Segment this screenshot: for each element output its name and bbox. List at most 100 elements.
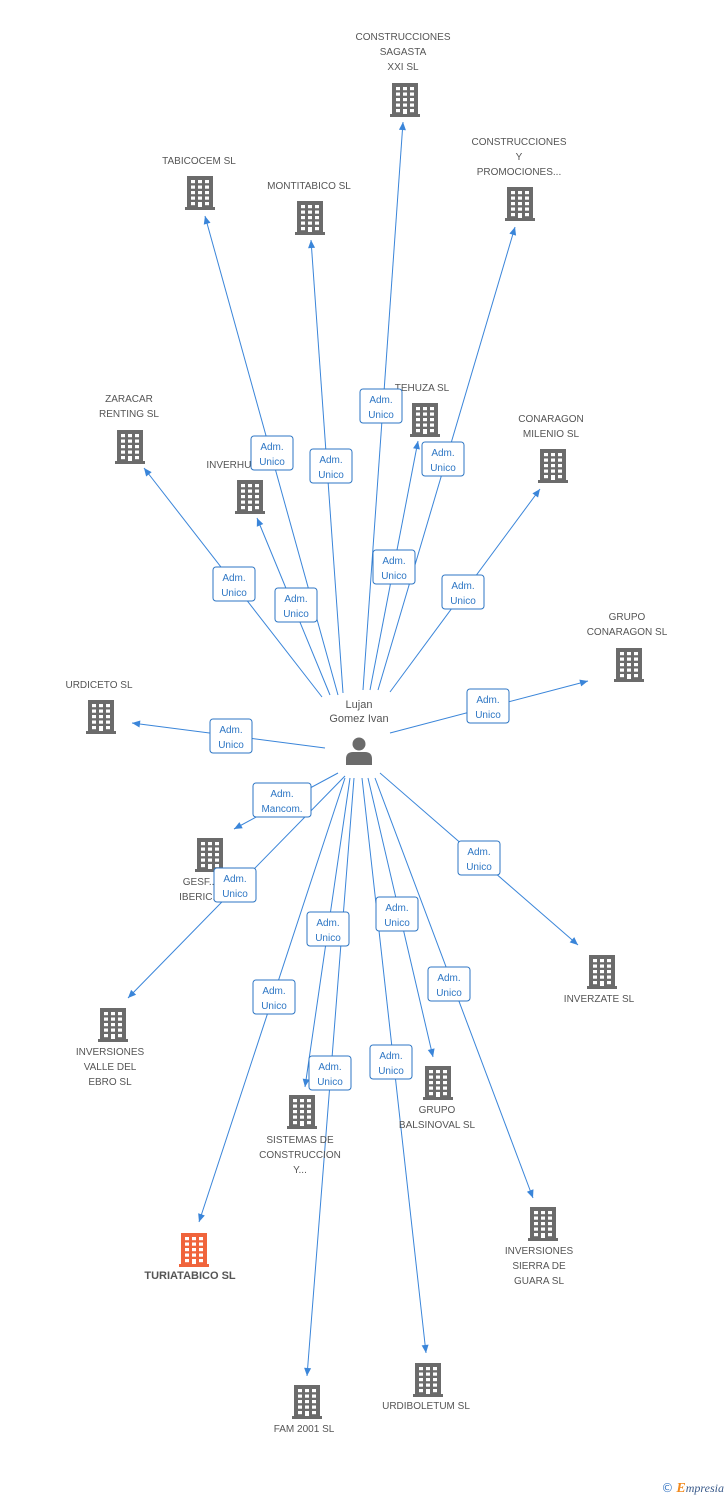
arrowhead-grupo-conaragon xyxy=(579,679,588,687)
building-icon xyxy=(235,480,265,514)
company-label-line: Y... xyxy=(293,1165,307,1176)
role-badge-inverhu[interactable]: Adm.Unico xyxy=(274,587,318,623)
role-badge-urdiboletum[interactable]: Adm.Unico xyxy=(369,1044,413,1080)
arrowhead-zaracar xyxy=(144,468,152,477)
role-text: Unico xyxy=(221,588,247,599)
company-label-line: URDIBOLETUM SL xyxy=(382,1401,470,1412)
company-node-construcciones-promociones[interactable]: CONSTRUCCIONESYPROMOCIONES... xyxy=(471,137,567,221)
company-label-line: INVERSIONES xyxy=(76,1047,145,1058)
company-label-line: ZARACAR xyxy=(105,394,153,405)
arrowhead-urdiboletum xyxy=(421,1344,429,1353)
role-badge-grupo-conaragon[interactable]: Adm. Unico xyxy=(466,688,510,724)
company-node-inverhu[interactable]: INVERHU... xyxy=(206,460,265,514)
company-node-sistemas-construccion[interactable]: SISTEMAS DE CONSTRUCCION Y... xyxy=(259,1095,341,1176)
company-label-line: SISTEMAS DE xyxy=(266,1135,334,1146)
role-text: Adm. xyxy=(222,573,245,584)
role-text: Adm. xyxy=(476,695,499,706)
role-box xyxy=(359,388,403,424)
role-badge-construcciones-promociones[interactable]: Adm.Unico xyxy=(421,441,465,477)
role-box xyxy=(209,718,253,754)
company-label-line: VALLE DEL xyxy=(84,1062,137,1073)
building-icon xyxy=(115,430,145,464)
role-box xyxy=(369,1044,413,1080)
company-node-urdiboletum[interactable]: URDIBOLETUM SL xyxy=(382,1363,470,1412)
role-badge-inversiones-sierra[interactable]: Adm.Unico xyxy=(427,966,471,1002)
role-text: Unico xyxy=(259,457,285,468)
role-text: Adm. xyxy=(318,1062,341,1073)
role-badge-tabicocem[interactable]: Adm. Unico xyxy=(250,435,294,471)
company-node-tehuza[interactable]: TEHUZA SL xyxy=(395,383,450,437)
company-label-line: IBERIC... xyxy=(179,892,221,903)
role-badge-montitabico[interactable]: Adm.Unico xyxy=(309,448,353,484)
building-icon xyxy=(538,449,568,483)
role-badge-zaracar[interactable]: Adm. Unico xyxy=(212,566,256,602)
company-node-tabicocem[interactable]: TABICOCEM SL xyxy=(162,156,236,210)
company-node-fam-2001[interactable]: FAM 2001 SL xyxy=(274,1385,335,1435)
company-label-line: MILENIO SL xyxy=(523,429,580,440)
role-badge-grupo-balsinoval[interactable]: Adm.Unico xyxy=(375,896,419,932)
role-box xyxy=(309,448,353,484)
company-label-line: BALSINOVAL SL xyxy=(399,1120,476,1131)
role-box xyxy=(441,574,485,610)
role-text: Adm. xyxy=(270,789,293,800)
company-label-line: PROMOCIONES... xyxy=(477,167,561,178)
role-badge-fam-2001[interactable]: Adm.Unico xyxy=(308,1055,352,1091)
role-text: Adm. xyxy=(260,442,283,453)
company-label-line: MONTITABICO SL xyxy=(267,181,351,192)
empresia-brand[interactable]: © Empresia xyxy=(661,1481,724,1497)
arrowhead-conaragon-milenio xyxy=(532,489,540,498)
building-icon xyxy=(528,1207,558,1241)
role-box xyxy=(375,896,419,932)
role-text: Unico xyxy=(475,710,501,721)
role-badge-inversiones-valle[interactable]: Adm.Unico xyxy=(213,867,257,903)
person-node[interactable]: Lujan Gomez Ivan xyxy=(329,699,389,765)
company-node-grupo-balsinoval[interactable]: GRUPO BALSINOVAL SL xyxy=(399,1066,476,1131)
role-text: Adm. xyxy=(369,395,392,406)
role-badge-conaragon-milenio[interactable]: Adm.Unico xyxy=(441,574,485,610)
company-label-line: GRUPO xyxy=(419,1105,456,1116)
company-label-line: INVERZATE SL xyxy=(564,994,635,1005)
company-label-line: TABICOCEM SL xyxy=(162,156,236,167)
arrowhead-montitabico xyxy=(308,240,316,249)
role-badge-turiatabico[interactable]: Adm.Unico xyxy=(252,979,296,1015)
company-node-urdiceto[interactable]: URDICETO SL xyxy=(65,680,133,734)
role-badge-gesf-iberica[interactable]: Adm.Mancom. xyxy=(252,782,312,818)
company-label-line: CONSTRUCCION xyxy=(259,1150,341,1161)
role-text: Adm. xyxy=(284,594,307,605)
role-text: Adm. xyxy=(431,448,454,459)
role-badge-tehuza[interactable]: Adm.Unico xyxy=(372,549,416,585)
building-icon xyxy=(98,1008,128,1042)
role-text: Adm. xyxy=(382,556,405,567)
role-text: Unico xyxy=(222,889,248,900)
role-badge-construcciones-sagasta[interactable]: Adm.Unico xyxy=(359,388,403,424)
company-node-montitabico[interactable]: MONTITABICO SL xyxy=(267,181,351,235)
role-text: Unico xyxy=(466,862,492,873)
arrowhead-inverhu xyxy=(256,518,264,527)
role-text: Unico xyxy=(436,988,462,999)
role-text: Unico xyxy=(450,596,476,607)
role-text: Unico xyxy=(318,470,344,481)
person-name-line-2: Gomez Ivan xyxy=(329,713,388,725)
copyright-symbol: © xyxy=(661,1481,674,1495)
company-node-turiatabico[interactable]: TURIATABICO SL xyxy=(144,1233,236,1282)
company-node-gesf-iberica[interactable]: GESF...IBERIC... xyxy=(179,838,225,903)
role-badge-sistemas-construccion[interactable]: Adm.Unico xyxy=(306,911,350,947)
arrowhead-construcciones-sagasta xyxy=(398,122,406,131)
role-box xyxy=(252,979,296,1015)
role-text: Unico xyxy=(384,918,410,929)
arrowhead-inversiones-valle xyxy=(128,989,137,998)
role-badge-inverzate[interactable]: Adm.Unico xyxy=(457,840,501,876)
company-node-inverzate[interactable]: INVERZATE SL xyxy=(564,955,635,1005)
role-badge-urdiceto[interactable]: Adm.Unico xyxy=(209,718,253,754)
role-box xyxy=(250,435,294,471)
company-label-line: INVERHU... xyxy=(206,460,259,471)
